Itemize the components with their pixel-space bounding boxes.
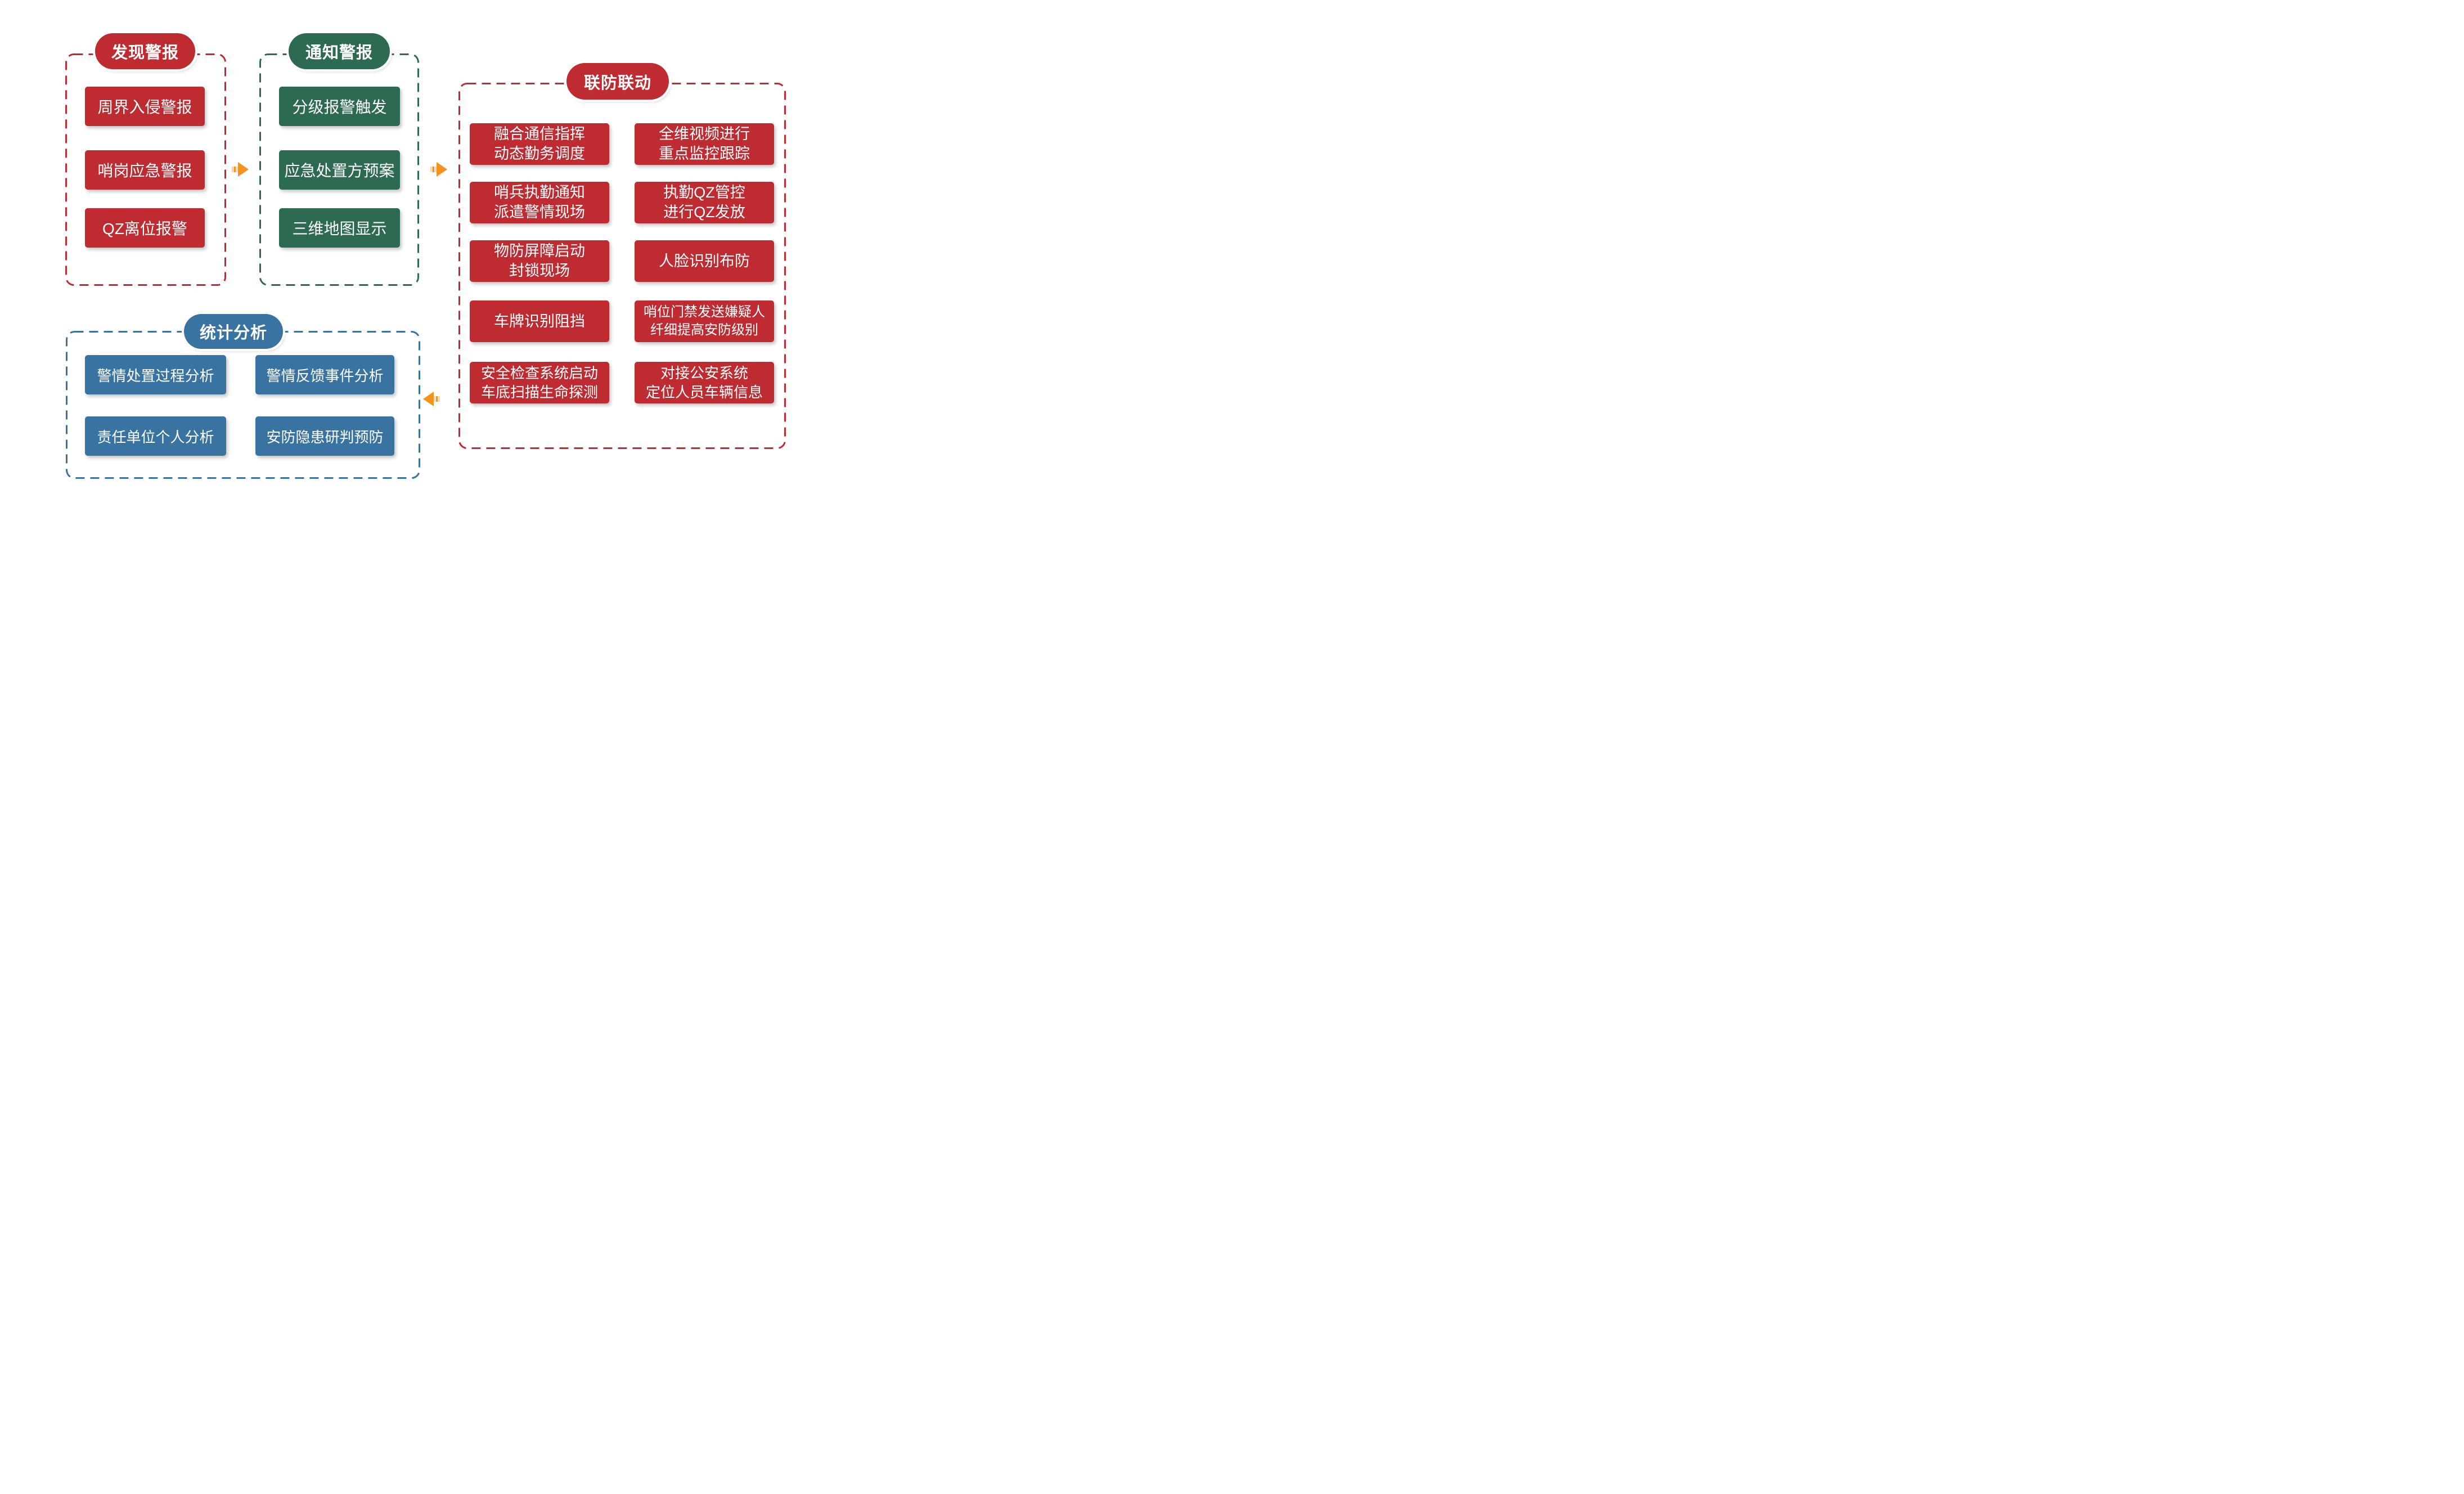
node-text-line: 车牌识别阻挡: [494, 312, 585, 330]
node-text-line: 物防屏障启动: [494, 243, 585, 259]
node-video-key-monitor-tracking: 全维视频进行 重点监控跟踪: [635, 123, 774, 165]
node-text-line: 人脸识别布防: [659, 252, 750, 270]
dashed-border-red: [65, 53, 226, 286]
node-incident-process-analysis: 警情处置过程分析: [85, 355, 226, 394]
node-3d-map-display: 三维地图显示: [279, 208, 400, 248]
node-text-line: 纤细提高安防级别: [650, 322, 758, 338]
flow-arrow-notify-to-linkage-icon: [430, 162, 447, 177]
node-text-line: 进行QZ发放: [663, 204, 745, 221]
dashed-border-green: [259, 53, 419, 286]
section-title-pill-notify: 通知警报: [289, 33, 390, 69]
node-text-line: 哨兵执勤通知: [494, 184, 585, 201]
node-text-line: 警情处置过程分析: [97, 367, 214, 384]
node-responsible-unit-person-analysis: 责任单位个人分析: [85, 416, 226, 456]
section-title: 统计分析: [199, 324, 267, 342]
node-text-line: 全维视频进行: [659, 125, 750, 142]
section-title: 联防联动: [583, 74, 651, 92]
node-text-line: 三维地图显示: [292, 220, 387, 237]
dashed-border-blue: [66, 331, 420, 479]
node-text-line: 动态勤务调度: [494, 145, 585, 162]
node-text-line: 哨位门禁发送嫌疑人: [644, 304, 765, 320]
section-notify-alarm: 通知警报 分级报警触发 应急处置方预案 三维地图显示: [259, 33, 419, 286]
node-text-line: 派遣警情现场: [494, 204, 585, 221]
node-text-line: 分级报警触发: [292, 98, 387, 116]
node-text-line: 融合通信指挥: [494, 125, 585, 142]
node-graded-alarm-trigger: 分级报警触发: [279, 87, 400, 126]
node-sentry-duty-notify-dispatch: 哨兵执勤通知 派遣警情现场: [470, 182, 609, 223]
flowchart-canvas: 发现警报 周界入侵警报 哨岗应急警报 QZ离位报警 通知警报 分级报警触发 应急…: [0, 0, 821, 498]
section-title: 通知警报: [305, 44, 373, 62]
section-joint-defense-linkage: 联防联动 融合通信指挥 动态勤务调度 全维视频进行 重点监控跟踪 哨兵执勤通知 …: [458, 63, 786, 449]
section-title-pill-linkage: 联防联动: [566, 63, 669, 100]
node-text-line: 定位人员车辆信息: [645, 384, 763, 401]
node-text-line: 责任单位个人分析: [97, 428, 214, 446]
node-incident-feedback-analysis: 警情反馈事件分析: [255, 355, 394, 394]
node-text-line: 安防隐患研判预防: [266, 428, 384, 446]
node-police-system-locate-info: 对接公安系统 定位人员车辆信息: [635, 362, 774, 403]
node-text-line: 封锁现场: [509, 262, 570, 279]
flow-arrow-linkage-to-stats-icon: [423, 392, 440, 406]
node-emergency-response-plan: 应急处置方预案: [279, 150, 400, 190]
node-text-line: 哨岗应急警报: [97, 162, 192, 180]
node-text-line: 重点监控跟踪: [659, 145, 750, 162]
section-title-pill-stats: 统计分析: [184, 314, 283, 349]
node-security-risk-research-prevention: 安防隐患研判预防: [255, 416, 394, 456]
node-qz-control-issue: 执勤QZ管控 进行QZ发放: [635, 182, 774, 223]
flow-arrow-discover-to-notify-icon: [232, 162, 249, 177]
node-text-line: 车底扫描生命探测: [480, 384, 598, 401]
node-physical-barrier-lockdown: 物防屏障启动 封锁现场: [470, 240, 609, 282]
node-plate-recognition-block: 车牌识别阻挡: [470, 300, 609, 342]
node-fused-comms-dispatch: 融合通信指挥 动态勤务调度: [470, 123, 609, 165]
node-sentry-access-suspect-alert: 哨位门禁发送嫌疑人 纤细提高安防级别: [635, 300, 774, 342]
node-text-line: 警情反馈事件分析: [266, 367, 384, 384]
node-text-line: 安全检查系统启动: [480, 365, 598, 382]
node-security-check-underbody-scan: 安全检查系统启动 车底扫描生命探测: [470, 362, 609, 403]
node-qz-offposition-alarm: QZ离位报警: [85, 208, 205, 248]
node-text-line: 对接公安系统: [660, 365, 748, 382]
node-perimeter-intrusion-alarm: 周界入侵警报: [85, 87, 205, 126]
node-text-line: 周界入侵警报: [97, 98, 192, 116]
section-title: 发现警报: [111, 44, 179, 62]
node-text-line: QZ离位报警: [102, 220, 187, 237]
node-text-line: 应急处置方预案: [284, 162, 395, 180]
node-sentry-emergency-alarm: 哨岗应急警报: [85, 150, 205, 190]
section-discover-alarm: 发现警报 周界入侵警报 哨岗应急警报 QZ离位报警: [65, 33, 226, 286]
section-title-pill-discover: 发现警报: [95, 33, 195, 69]
node-face-recognition-deploy: 人脸识别布防: [635, 240, 774, 282]
section-statistical-analysis: 统计分析 警情处置过程分析 警情反馈事件分析 责任单位个人分析 安防隐患研判预防: [66, 314, 420, 479]
node-text-line: 执勤QZ管控: [663, 184, 745, 201]
